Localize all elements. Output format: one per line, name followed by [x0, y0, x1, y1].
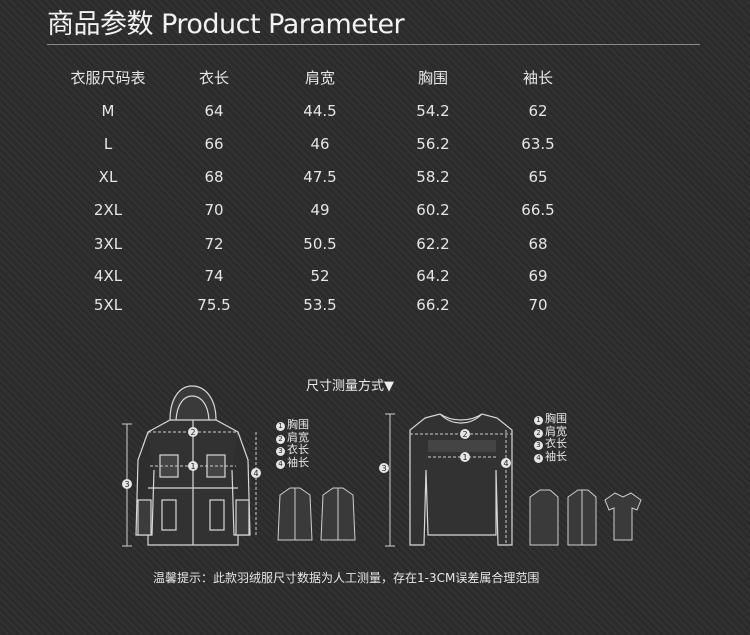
table-cell: 60.2: [416, 201, 450, 219]
measurement-note: 温馨提示：此款羽绒服尺寸数据为人工测量，存在1-3CM误差属合理范围: [153, 571, 540, 585]
svg-text:4: 4: [503, 459, 508, 468]
table-cell: 2XL: [93, 201, 123, 219]
table-cell: 56.2: [416, 135, 450, 153]
table-cell: 66.5: [521, 201, 555, 219]
table-cell: 4XL: [93, 267, 123, 285]
table-header: 胸围: [417, 69, 449, 87]
table-cell: 64: [204, 102, 224, 120]
table-cell: 63.5: [521, 135, 555, 153]
table-cell: 53.5: [303, 296, 337, 314]
table-cell: 49: [310, 201, 330, 219]
table-cell: XL: [98, 168, 118, 186]
table-cell: 62: [528, 102, 548, 120]
table-cell: 65: [528, 168, 548, 186]
svg-text:2: 2: [190, 428, 195, 437]
svg-text:1: 1: [190, 462, 195, 471]
table-cell: 75.5: [197, 296, 231, 314]
measurement-heading: 尺寸测量方式▼: [306, 379, 394, 394]
table-header: 衣长: [198, 69, 230, 87]
table-cell: 66: [204, 135, 224, 153]
table-cell: 47.5: [303, 168, 337, 186]
table-cell: 54.2: [416, 102, 450, 120]
table-cell: 64.2: [416, 267, 450, 285]
table-cell: 50.5: [303, 235, 337, 253]
table-cell: 70: [204, 201, 224, 219]
tshirt-thumbnail-icon: [529, 489, 642, 546]
table-cell: 70: [528, 296, 548, 314]
table-cell: M: [101, 102, 115, 120]
table-cell: 58.2: [416, 168, 450, 186]
table-cell: 5XL: [93, 296, 123, 314]
title-divider: [47, 44, 700, 45]
table-cell: 69: [528, 267, 548, 285]
table-cell: 66.2: [416, 296, 450, 314]
svg-text:4: 4: [253, 469, 258, 478]
svg-text:1: 1: [462, 453, 467, 462]
sweater-diagram-icon: [409, 413, 513, 546]
table-cell: 52: [310, 267, 330, 285]
table-cell: L: [103, 135, 113, 153]
table-cell: 62.2: [416, 235, 450, 253]
table-cell: 46: [310, 135, 330, 153]
svg-text:3: 3: [381, 464, 386, 473]
jacket-thumbnail-icon: [277, 487, 356, 541]
table-cell: 44.5: [303, 102, 337, 120]
table-cell: 3XL: [93, 235, 123, 253]
table-header: 肩宽: [304, 69, 336, 87]
page-title: 商品参数 Product Parameter: [47, 9, 405, 40]
table-cell: 74: [204, 267, 224, 285]
table-cell: 68: [528, 235, 548, 253]
table-header: 袖长: [522, 69, 554, 87]
table-header: 衣服尺码表: [70, 69, 146, 87]
table-cell: 72: [204, 235, 224, 253]
svg-text:3: 3: [124, 480, 129, 489]
jacket-diagram-icon: [135, 385, 251, 546]
svg-text:2: 2: [462, 430, 467, 439]
table-cell: 68: [204, 168, 224, 186]
